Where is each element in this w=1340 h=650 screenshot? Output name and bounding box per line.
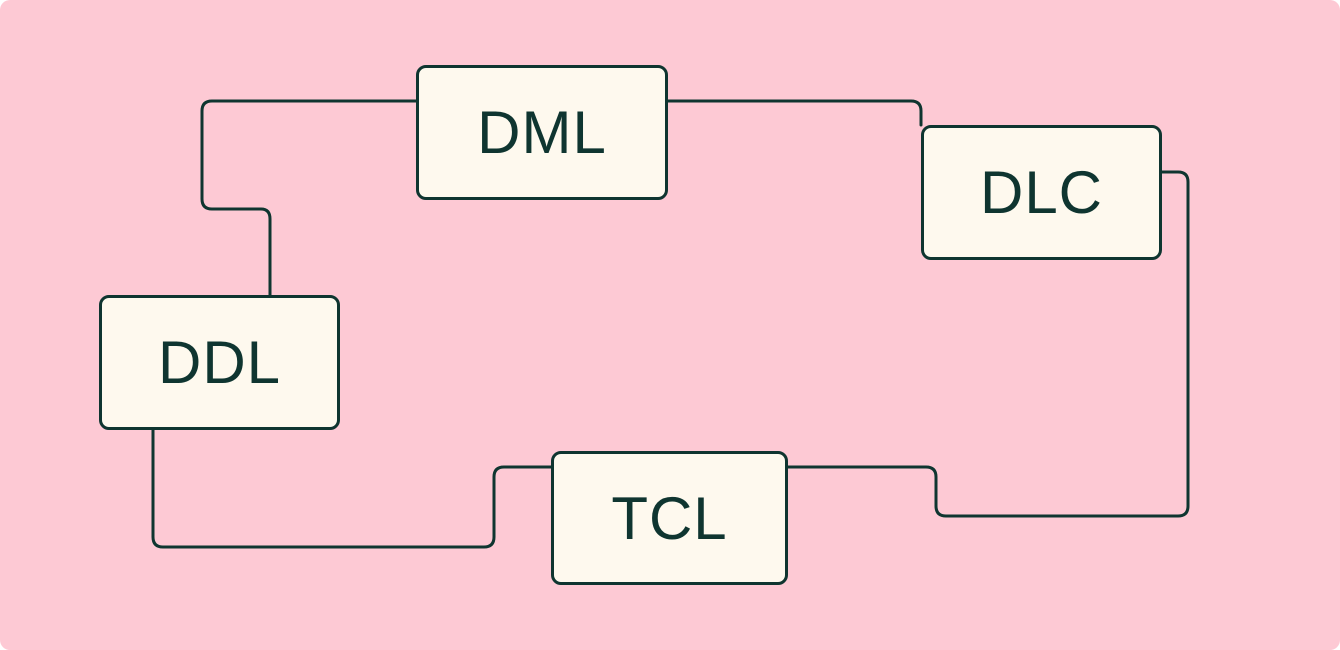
node-dml: DML [416, 65, 668, 200]
connector-dlc-tcl [786, 170, 1190, 518]
node-ddl-label: DDL [157, 329, 282, 396]
node-tcl: TCL [551, 451, 788, 585]
node-dlc: DLC [921, 125, 1162, 260]
connector-dml-dlc [666, 99, 923, 127]
node-dlc-label: DLC [979, 159, 1104, 226]
node-dml-label: DML [477, 99, 607, 166]
connector-dml-ddl [200, 99, 418, 297]
node-tcl-label: TCL [611, 484, 728, 552]
connector-ddl-tcl [151, 428, 553, 549]
node-ddl: DDL [99, 295, 340, 430]
